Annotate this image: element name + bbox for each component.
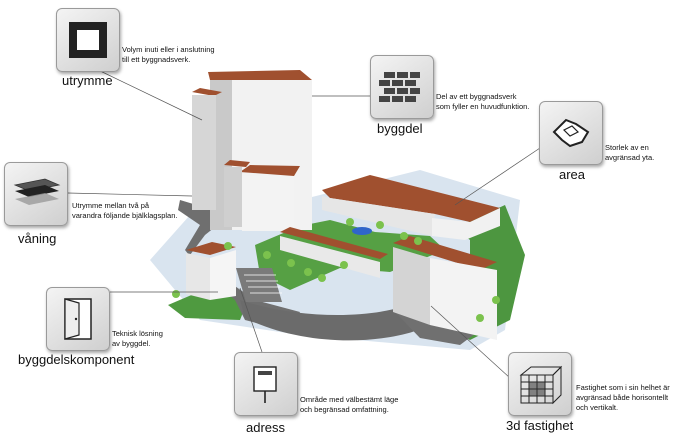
floor-outline-icon (552, 118, 590, 148)
area-term: area (559, 167, 586, 182)
byggdel-description: Del av ett byggnadsverk som fyller en hu… (436, 92, 529, 112)
vaning-description-line: Utrymme mellan två på (72, 201, 150, 210)
fastighet3d-description: Fastighet som i sin helhet är avgränsad … (576, 383, 670, 413)
trees (172, 218, 500, 322)
fastighet3d-icon-box (508, 352, 572, 416)
utrymme-description-line: Volym inuti eller i anslutning (122, 45, 215, 54)
byggdelskomponent-term: byggdelskomponent (18, 352, 135, 367)
road-curve (240, 300, 440, 341)
byggdelskomponent-description: Teknisk lösning av byggdel. (112, 329, 163, 349)
utrymme-term: utrymme (62, 73, 113, 88)
adress-description-line: Område med välbestämt läge (300, 395, 399, 404)
long-building-center (280, 227, 388, 278)
byggdel-description-line: Del av ett byggnadsverk (436, 92, 517, 101)
left-tower (192, 88, 222, 210)
floor-layers-icon (13, 178, 61, 205)
area-description-line: Storlek av en (605, 143, 649, 152)
adress-description: Område med välbestämt läge och begränsad… (300, 395, 398, 415)
byggdelskomponent-icon-box (46, 287, 110, 351)
byggdel-term: byggdel (377, 121, 423, 136)
door-icon (64, 298, 92, 340)
parking-lot (236, 268, 282, 302)
middle-block (224, 160, 300, 231)
utrymme-description: Volym inuti eller i anslutning till ett … (122, 45, 215, 65)
vaning-description-line: varandra följande bjälklagsplan. (72, 211, 178, 220)
adress-description-line: och begränsad omfattning. (300, 405, 389, 414)
byggdel-icon-box (370, 55, 434, 119)
pond (352, 227, 372, 235)
byggdelskomponent-description-line: Teknisk lösning (112, 329, 163, 338)
adress-icon-box (234, 352, 298, 416)
brick-wall-icon (379, 72, 420, 102)
vaning-description: Utrymme mellan två på varandra följande … (72, 201, 178, 221)
area-icon-box (539, 101, 603, 165)
long-building-back (322, 175, 500, 240)
area-description: Storlek av en avgränsad yta. (605, 143, 654, 163)
byggdel-description-line: som fyller en huvudfunktion. (436, 102, 530, 111)
fastighet3d-description-line: avgränsad både horisontellt (576, 393, 669, 402)
utrymme-icon-box (56, 8, 120, 72)
vaning-icon-box (4, 162, 68, 226)
room-volume-icon (69, 22, 107, 58)
fastighet3d-term: 3d fastighet (506, 418, 574, 433)
fastighet3d-description-line: och vertikalt. (576, 403, 619, 412)
adress-term: adress (246, 420, 286, 435)
vaning-term: våning (18, 231, 57, 246)
utrymme-description-line: till ett byggnadsverk. (122, 55, 191, 64)
small-building (186, 242, 236, 300)
byggdelskomponent-description-line: av byggdel. (112, 339, 151, 348)
3d-grid-cube-icon (519, 365, 563, 405)
area-description-line: avgränsad yta. (605, 153, 655, 162)
parking-lines (244, 274, 282, 294)
fastighet3d-description-line: Fastighet som i sin helhet är (576, 383, 670, 392)
address-sign-icon (253, 366, 277, 403)
